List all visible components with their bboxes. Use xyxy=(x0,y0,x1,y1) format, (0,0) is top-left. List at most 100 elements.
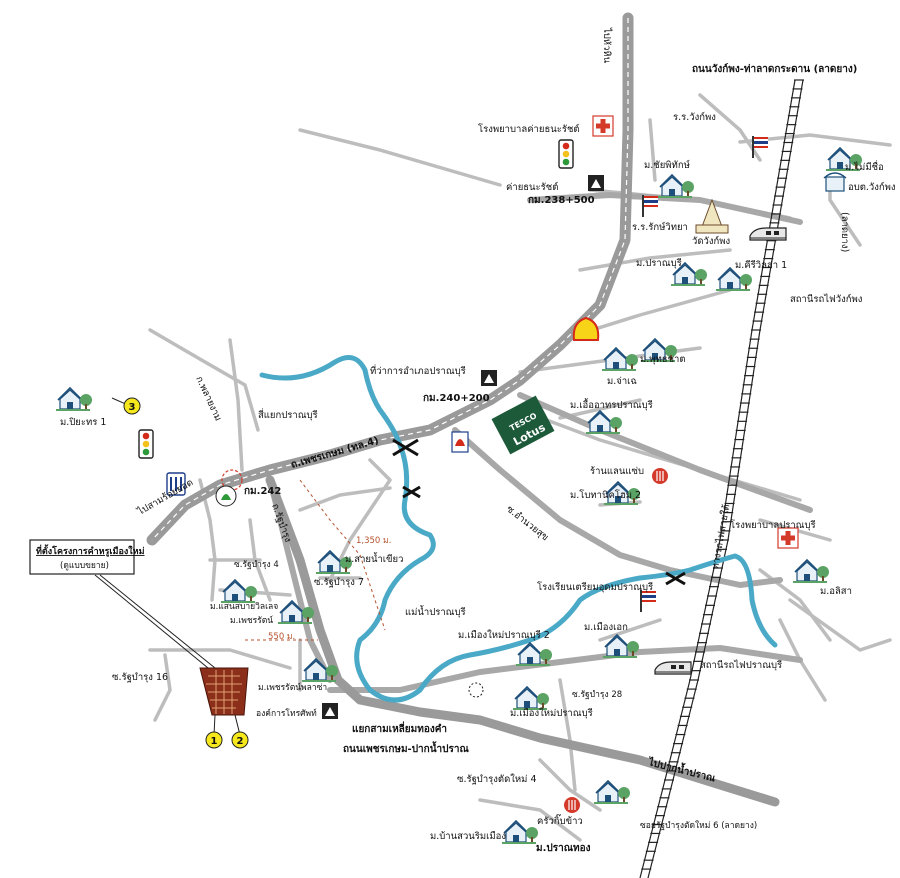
hospital-icon xyxy=(592,115,614,137)
label-pran-river: แม่น้ำปราณบุรี xyxy=(405,605,466,618)
label-mai-mi-chue: ม.ไม่มีชื่อ xyxy=(845,160,884,173)
house-icon xyxy=(512,686,550,711)
label-wat-wang: วัดวังก์พง xyxy=(692,235,730,247)
label-camp: ค่ายธนะรัชต์ xyxy=(506,181,558,193)
house-icon xyxy=(220,579,258,604)
house-icon xyxy=(515,642,553,667)
train-icon xyxy=(654,661,692,675)
road-label-soi-7: ซ.รัฐบำรุง 7 xyxy=(314,577,364,588)
label-ban-suan: ม.บ้านสวนริมเมือง xyxy=(430,831,506,842)
kasikorn-logo xyxy=(215,485,237,507)
road-label-lat-yang: (ลาดยาง) xyxy=(839,212,850,252)
marker-1 xyxy=(205,731,223,749)
callout-line xyxy=(99,574,216,669)
house-icon xyxy=(792,559,830,584)
label-phuttachat: ม.พุทธชาต xyxy=(640,354,686,365)
road-label-tat-mai-4: ซ.รัฐบำรุงตัดใหม่ 4 xyxy=(457,773,536,785)
label-km242: กม.242 xyxy=(244,486,281,497)
road-label-north: ไปหัวหิน xyxy=(601,27,613,64)
pran-river xyxy=(259,355,778,703)
house-icon xyxy=(593,780,631,805)
house-icon xyxy=(715,267,753,292)
train-icon xyxy=(749,227,787,241)
house-icon xyxy=(601,347,639,372)
label-chai-phithak: ม.ชัยพิทักษ์ xyxy=(644,159,690,171)
label-wang-station: สถานีรถไฟวังก์พง xyxy=(790,293,862,305)
label-mueang-ek: ม.เมืองเอก xyxy=(584,622,628,633)
label-si-yaek: สี่แยกปราณบุรี xyxy=(258,408,318,421)
label-school-rak: ร.ร.รักษ์วิทยา xyxy=(632,221,688,233)
house-icon xyxy=(585,410,623,435)
flag-icon xyxy=(640,590,656,612)
label-school-wang: ร.ร.วังก์พง xyxy=(673,111,716,123)
label-khiri-villa: ม.คีรีวิลล่า 1 xyxy=(735,259,787,271)
label-krua-khing: ครัวกิ๊บข้าว xyxy=(537,813,583,827)
marker-1-label: 1 xyxy=(211,736,218,747)
label-camp-hospital: โรงพยาบาลค่ายธนะรัชต์ xyxy=(478,123,580,135)
shell-logo xyxy=(572,316,600,341)
project-label: ที่ตั้งโครงการคำหรูเมืองใหม่ xyxy=(36,544,145,557)
marker-2-label: 2 xyxy=(237,736,244,747)
label-district-office: ที่ว่าการอำเภอปราณบุรี xyxy=(370,364,466,377)
label-school-pran: โรงเรียนเตรียมอุดมปราณบุรี xyxy=(537,581,653,593)
label-pranburi-village: ม.ปราณบุรี xyxy=(636,257,682,269)
marker-3-label: 3 xyxy=(129,402,136,413)
road-label-ban-phlai: ก.พลายงาม xyxy=(193,375,223,423)
rat-bamrung-road xyxy=(265,475,780,807)
label-mueang-mai: ม.เมืองใหม่ปราณบุรี xyxy=(510,707,593,719)
traffic-light-icon xyxy=(138,429,154,459)
house-icon xyxy=(501,820,539,845)
gov-sign-icon xyxy=(481,370,497,386)
label-obt-wang: อบต.วังก์พง xyxy=(848,181,896,193)
hospital-icon xyxy=(777,527,799,549)
road-label-wang-kaphong: ถนนวังก์พง-ท่าลาดกระดาน (ลาดยาง) xyxy=(692,63,857,75)
road-label-soi-16: ซ.รัฐบำรุง 16 xyxy=(112,672,168,683)
road-label-tat-mai-6: ซอยรัฐบำรุงตัดใหม่ 6 (ลาดยาง) xyxy=(640,820,757,831)
label-sam-liam: แยกสามเหลี่ยมทองคำ xyxy=(352,721,447,735)
phetkasem-road xyxy=(146,12,634,546)
label-pran-station: สถานีรถไฟปราณบุรี xyxy=(700,659,782,671)
traffic-light-icon xyxy=(558,139,574,169)
project-site xyxy=(199,667,249,716)
callout-line xyxy=(94,574,209,669)
label-phetcharat: ม.เพชรรัตน์ xyxy=(230,615,273,626)
label-chaniang: ม.จ่าเฉ xyxy=(607,376,637,387)
label-phetcharat-plaza: ม.เพชรรัตน์พลาซ่า xyxy=(258,682,327,693)
project-label-box xyxy=(29,539,135,575)
restaurant-icon xyxy=(563,796,581,814)
railway xyxy=(639,79,804,878)
label-pran-thong: ม.ปราณทอง xyxy=(536,842,591,854)
label-telephone-org: องค์การโทรศัพท์ xyxy=(256,708,317,719)
label-distance-550: 550 ม. xyxy=(268,632,295,642)
bridge-icon xyxy=(392,438,686,586)
label-distance-1350: 1,350 ม. xyxy=(356,536,391,546)
flag-icon xyxy=(642,195,658,217)
label-saen-sabai: ม.แสนสบายวิลเลจ xyxy=(210,602,278,612)
label-uea-athon: ม.เอื้ออาทรปราณบุรี xyxy=(570,398,653,411)
road-label-phetkasem: ถ.เพชรเกษม (ทล.4) xyxy=(290,435,380,471)
house-icon xyxy=(55,387,93,412)
label-laen-saep: ร้านแลนแซ่บ xyxy=(590,466,644,477)
road-label-soi-28: ซ.รัฐบำรุง 28 xyxy=(572,690,622,700)
fuel-station-icon xyxy=(166,472,186,496)
project-sublabel: (ดูแบบขยาย) xyxy=(60,561,109,571)
label-piyathon: ม.ปิยะทร 1 xyxy=(60,417,106,428)
label-sai-nam-khiao: ม.สายน้ำเขียว xyxy=(345,552,403,565)
road-label-soi-4: ซ.รัฐบำรุง 4 xyxy=(234,560,279,570)
label-km238: กม.238+500 xyxy=(528,195,595,206)
label-rotary-home: ม.โบทานิคโฮม 2 xyxy=(570,489,641,501)
gov-sign-icon xyxy=(322,703,338,719)
label-km240: กม.240+200 xyxy=(423,393,490,404)
distance-1350-line xyxy=(299,479,386,631)
sam-liam-circle xyxy=(468,682,484,698)
marker-2 xyxy=(231,731,249,749)
road-label-pak-nam-pran: ไปปากน้ำปราณ xyxy=(646,754,717,785)
fuel-station-icon xyxy=(451,431,469,453)
temple-icon xyxy=(695,198,729,234)
gov-sign-icon xyxy=(588,175,604,191)
obt-icon xyxy=(823,172,847,192)
label-pran-hospital: โรงพยาบาลปราณบุรี xyxy=(730,519,816,531)
road-label-phetkasem-paknam: ถนนเพชรเกษม-ปากน้ำปราณ xyxy=(343,741,470,755)
label-olisa: ม.อลิสา xyxy=(820,586,852,597)
